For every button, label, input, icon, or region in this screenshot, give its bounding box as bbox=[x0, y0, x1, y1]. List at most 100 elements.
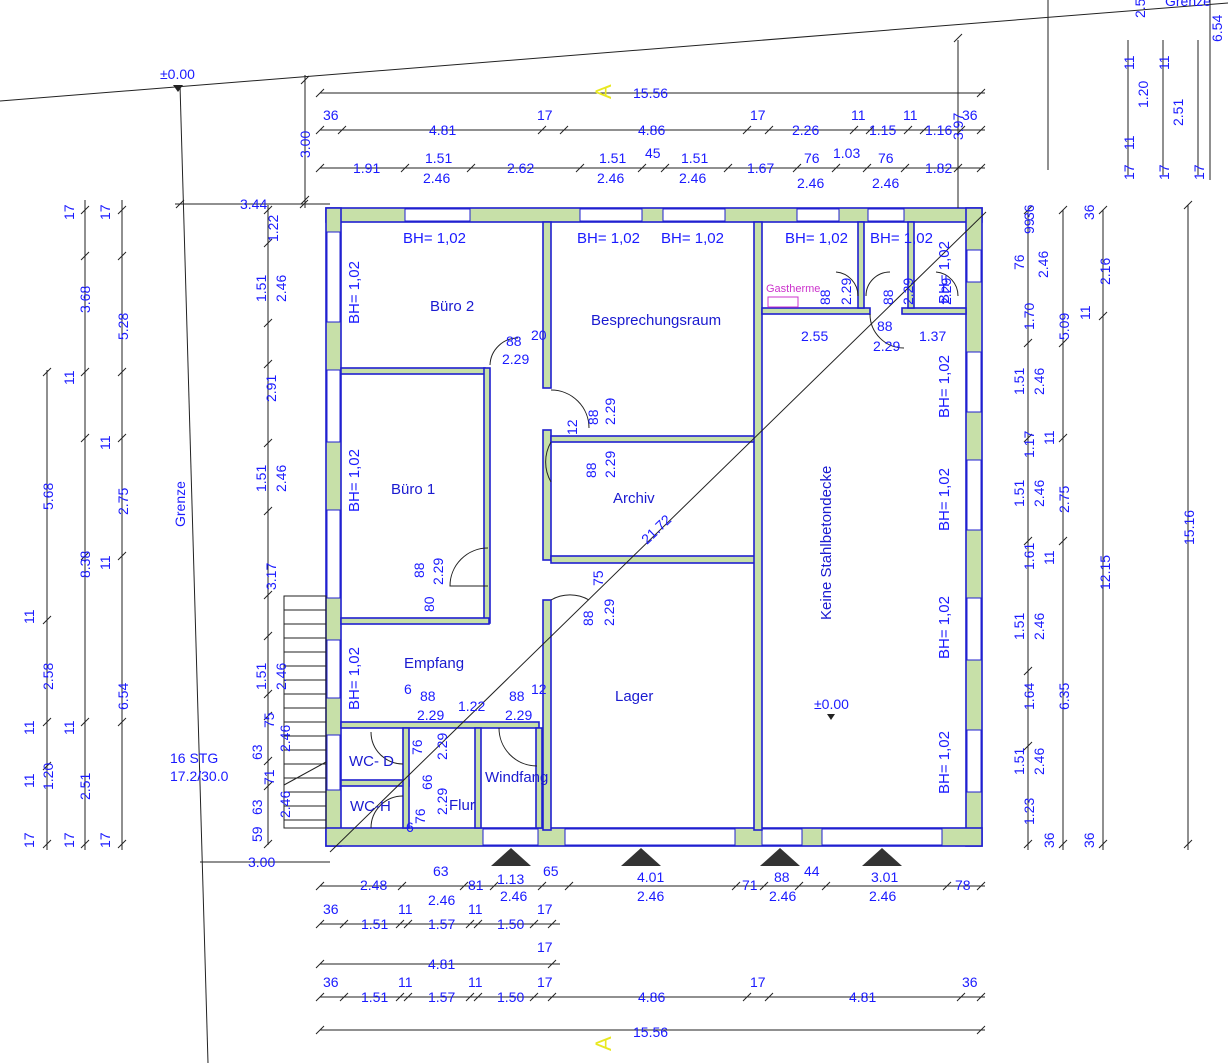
dim-i-137: 1.37 bbox=[919, 328, 946, 344]
dim-rt-251: 2.51 bbox=[1170, 99, 1186, 126]
dim-344: 3.44 bbox=[240, 196, 267, 212]
stair-count: 16 STG bbox=[170, 750, 218, 766]
dim-300-bottom: 3.00 bbox=[248, 854, 275, 870]
dimension-ticks bbox=[42, 33, 1193, 1035]
dim-r-123: 1.23 bbox=[1021, 798, 1037, 825]
dim-i-229j: 2.29 bbox=[417, 707, 444, 723]
boundary-line-left bbox=[179, 84, 209, 1063]
dim-rt-175b: 17 bbox=[1156, 164, 1172, 180]
dim-l-75: 75 bbox=[261, 712, 277, 728]
room-stahlbetondecke: Keine Stahlbetondecke bbox=[818, 466, 835, 620]
dim-i-229c: 2.29 bbox=[602, 451, 618, 478]
dim-t3-246a: 2.46 bbox=[423, 170, 450, 186]
dim-b4-150: 1.50 bbox=[497, 989, 524, 1005]
dim-t2-115a: 11 bbox=[851, 107, 866, 123]
dim-b1-246e: 2.46 bbox=[869, 888, 896, 904]
dim-i-229i: 2.29 bbox=[938, 278, 954, 305]
dim-l-246e: 2.46 bbox=[277, 791, 293, 818]
dim-t2-365a: 36 bbox=[323, 107, 339, 123]
dim-i-229a: 2.29 bbox=[502, 351, 529, 367]
dim-b1-301: 3.01 bbox=[871, 869, 898, 885]
dim-i-88b: 88 bbox=[585, 409, 601, 425]
dim-r-1215: 12.15 bbox=[1097, 555, 1113, 590]
dim-i-76a: 76 bbox=[409, 739, 425, 755]
dim-l-71: 71 bbox=[261, 769, 277, 785]
dim-b1-246d: 2.46 bbox=[769, 888, 796, 904]
bh-east-4: BH= 1,02 bbox=[936, 731, 953, 794]
dim-ll-175e: 17 bbox=[97, 832, 113, 848]
dim-i-88d: 88 bbox=[411, 562, 427, 578]
door-swings bbox=[370, 271, 959, 829]
dim-i-80: 80 bbox=[421, 596, 437, 612]
dim-r-76: 76 bbox=[1011, 254, 1027, 270]
dim-i-88e: 88 bbox=[580, 610, 596, 626]
dim-i-229b: 2.29 bbox=[602, 398, 618, 425]
dim-rt-175a: 17 bbox=[1121, 164, 1137, 180]
dim-r-275: 2.75 bbox=[1056, 486, 1072, 513]
dim-diagonal: 21.72 bbox=[638, 511, 674, 547]
dim-r-151b: 1.51 bbox=[1011, 480, 1027, 507]
bh-west-3: BH= 1,02 bbox=[346, 647, 363, 710]
stair-ratio: 17.2/30.0 bbox=[170, 768, 229, 784]
doors-south bbox=[482, 828, 943, 846]
dim-b1-71: 71 bbox=[742, 877, 758, 893]
dim-r-365a: 36 bbox=[1021, 204, 1037, 220]
dim-t2-116: 1.16 bbox=[925, 122, 952, 138]
gastherme-symbol bbox=[767, 296, 799, 308]
dim-t3-262: 2.62 bbox=[507, 160, 534, 176]
dim-top-total: 15.56 bbox=[633, 85, 668, 101]
dim-r-115b: 11 bbox=[1041, 430, 1057, 445]
dim-i-255: 2.55 bbox=[801, 328, 828, 344]
dim-i-76b: 76 bbox=[412, 808, 428, 824]
room-wc-h: WC-H bbox=[350, 798, 391, 815]
dim-r-365b: 36 bbox=[1081, 204, 1097, 220]
dim-i-229l: 2.29 bbox=[434, 733, 450, 760]
dim-l-246d: 2.46 bbox=[277, 725, 293, 752]
dim-t2-365b: 36 bbox=[962, 107, 978, 123]
level-marker-inside: ±0.00 bbox=[814, 696, 849, 712]
dim-b1-78: 78 bbox=[955, 877, 971, 893]
dim-ll-115d: 11 bbox=[21, 609, 37, 624]
dim-b4-365a: 36 bbox=[323, 974, 339, 990]
dim-b2-115b: 11 bbox=[468, 901, 483, 917]
dim-b1-88: 88 bbox=[774, 869, 790, 885]
dim-b2-115a: 11 bbox=[398, 901, 413, 917]
dim-i-229e: 2.29 bbox=[601, 599, 617, 626]
dim-t2-175a: 17 bbox=[537, 107, 553, 123]
dim-b1-113: 1.13 bbox=[497, 871, 524, 887]
bh-east-1: BH= 1,02 bbox=[936, 355, 953, 418]
dim-rt-25: 2.5 bbox=[1132, 0, 1148, 18]
dim-l-151c: 1.51 bbox=[253, 663, 269, 690]
dim-ll-654: 6.54 bbox=[115, 683, 131, 710]
dim-b1-81: 81 bbox=[468, 877, 484, 893]
dim-ll-175d: 17 bbox=[61, 832, 77, 848]
dim-l-63b: 63 bbox=[249, 799, 265, 815]
dim-t3-76a: 76 bbox=[804, 150, 820, 166]
dim-r-635: 6.35 bbox=[1056, 683, 1072, 710]
bh-wc: BH= 1,02 bbox=[870, 230, 933, 247]
dim-b3-175: 17 bbox=[537, 939, 553, 955]
dim-t3-151b: 1.51 bbox=[599, 150, 626, 166]
dim-b2-157: 1.57 bbox=[428, 916, 455, 932]
dim-b4-175a: 17 bbox=[537, 974, 553, 990]
dim-i-20: 20 bbox=[531, 327, 547, 343]
dim-300-top: 3.00 bbox=[297, 131, 313, 158]
dim-r-246e: 2.46 bbox=[1031, 748, 1047, 775]
dim-r-151c: 1.51 bbox=[1011, 613, 1027, 640]
bh-besprechung-2: BH= 1,02 bbox=[661, 230, 724, 247]
dim-r-365c: 36 bbox=[1041, 832, 1057, 848]
dim-b4-365b: 36 bbox=[962, 974, 978, 990]
dim-r-164: 1.64 bbox=[1021, 683, 1037, 710]
bh-east-0: BH= 1,02 bbox=[936, 241, 953, 304]
dim-t3-246d: 2.46 bbox=[797, 175, 824, 191]
windows-north bbox=[404, 208, 905, 222]
boundary-line-top bbox=[0, 2, 1228, 102]
dim-t3-151c: 1.51 bbox=[681, 150, 708, 166]
dim-i-75: 75 bbox=[590, 570, 606, 586]
dim-l-63a: 63 bbox=[249, 744, 265, 760]
dim-b1-248: 2.48 bbox=[360, 877, 387, 893]
dim-b3-481: 4.81 bbox=[428, 956, 455, 972]
dim-b2-151: 1.51 bbox=[361, 916, 388, 932]
dim-b2-150: 1.50 bbox=[497, 916, 524, 932]
dim-r-365d: 36 bbox=[1081, 832, 1097, 848]
